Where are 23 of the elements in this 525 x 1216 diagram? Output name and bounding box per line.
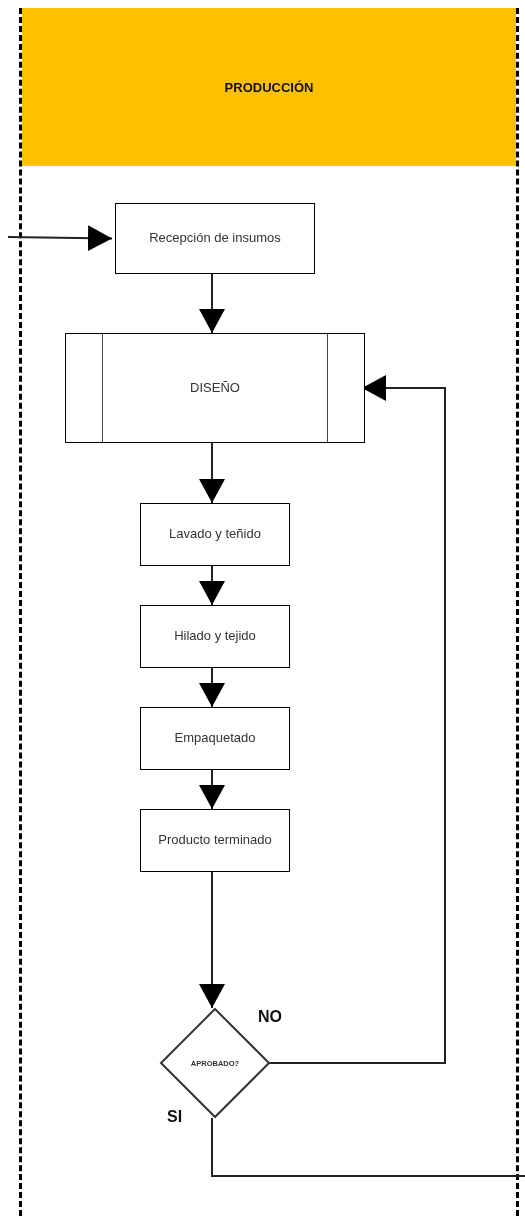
process-box <box>140 707 290 770</box>
arrow <box>199 442 225 504</box>
arrow <box>199 871 225 1009</box>
predefined-process-box <box>65 333 365 443</box>
arrow <box>7 225 113 252</box>
box-label: Hilado y tejido <box>174 627 256 646</box>
arrow <box>199 565 225 606</box>
process-box <box>140 605 290 668</box>
process-box <box>140 503 290 566</box>
edge-label: NO <box>258 1008 282 1026</box>
arrow <box>199 273 225 334</box>
box-label: Empaquetado <box>174 729 256 748</box>
process-box <box>115 203 315 274</box>
swimlane <box>19 8 519 1216</box>
box-label: Recepción de insumos <box>149 229 281 248</box>
box-label: DISEÑO <box>190 378 240 397</box>
process-box <box>140 809 290 872</box>
arrow <box>199 769 225 810</box>
box-label: Lavado y teñido <box>169 525 261 544</box>
lane-header: PRODUCCIÓN <box>22 8 516 166</box>
arrow <box>199 667 225 708</box>
edge-label: SI <box>167 1108 183 1126</box>
box-label: Producto terminado <box>158 831 272 850</box>
